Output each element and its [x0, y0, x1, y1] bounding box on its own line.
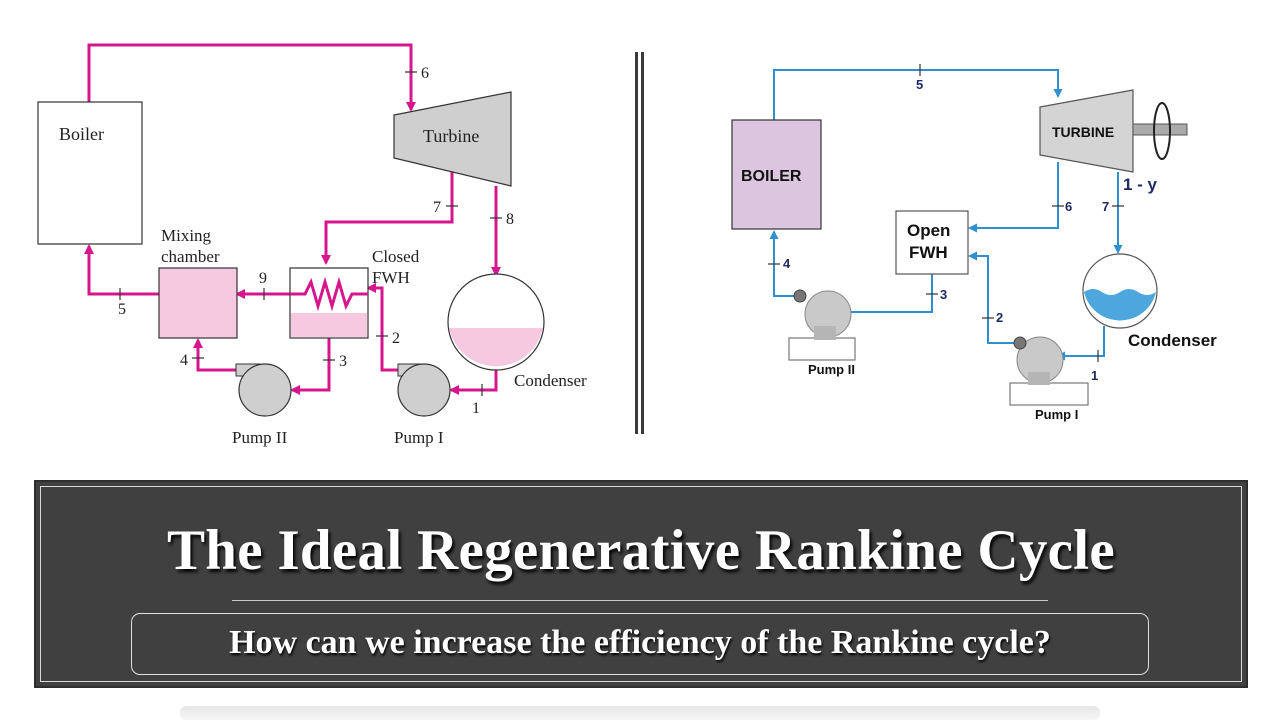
pipes	[769, 69, 1123, 361]
state-4-label: 4	[180, 352, 188, 369]
state-7-label: 7	[433, 199, 441, 216]
state-7-label: 7	[1102, 199, 1109, 214]
pipe-closed-fwh-to-pump2	[290, 337, 331, 395]
state-3-label: 3	[940, 287, 947, 302]
pipe-turbine-to-closed-fwh	[321, 172, 454, 265]
title-banner: The Ideal Regenerative Rankine Cycle	[34, 480, 1248, 688]
state-5-label: 5	[118, 301, 126, 318]
condenser-water	[1084, 289, 1156, 321]
condenser-label: Condenser	[514, 371, 587, 390]
pipe-pump1-to-open-fwh	[968, 251, 1018, 344]
state-2-label: 2	[392, 330, 400, 347]
state-ticks	[119, 71, 502, 396]
pipe-pump2-to-mixing	[193, 338, 236, 372]
state-8-label: 8	[506, 211, 514, 228]
pump2-label: Pump II	[808, 362, 855, 377]
turbine-shape	[393, 91, 512, 187]
open-fwh-label-line2: FWH	[909, 243, 948, 262]
pipe-boiler-to-turbine	[773, 69, 1063, 120]
turbine-shape	[1039, 89, 1134, 173]
pipe-pump2-to-boiler	[769, 230, 796, 297]
state-ticks	[768, 64, 1124, 362]
pipe-pump1-to-closed-fwh	[366, 283, 398, 372]
pipe-turbine-to-open-fwh	[968, 162, 1059, 233]
pump2-label: Pump II	[232, 428, 288, 447]
state-6-label: 6	[421, 65, 429, 82]
turbine-label: TURBINE	[1052, 124, 1114, 140]
state-1-label: 1	[472, 400, 480, 417]
boiler-box	[37, 101, 143, 245]
turbine-label: Turbine	[423, 126, 479, 146]
pump1-label: Pump I	[394, 428, 444, 447]
boiler-label: Boiler	[59, 124, 104, 144]
pipe-open-fwh-to-pump2	[830, 274, 933, 317]
state-2-label: 2	[996, 310, 1003, 325]
banner-frame	[40, 486, 1242, 682]
banner-title: The Ideal Regenerative Rankine Cycle	[166, 519, 1115, 582]
pump2-icon	[788, 289, 856, 361]
condenser-label: Condenser	[1128, 331, 1217, 350]
pump2-icon	[235, 363, 292, 417]
bottom-shadow	[180, 706, 1100, 720]
state-3-label: 3	[339, 353, 347, 370]
pipes	[84, 43, 501, 395]
divider-line-right	[641, 52, 644, 434]
boiler-label: BOILER	[741, 168, 802, 185]
pump1-icon	[1009, 336, 1089, 406]
state-6-label: 6	[1065, 199, 1072, 214]
pump1-label: Pump I	[1035, 407, 1078, 422]
closed-fwh-cycle-diagram: Boiler Turbine Mixing chamber Closed FWH…	[37, 43, 587, 447]
mixing-chamber-label-line2: chamber	[161, 247, 220, 266]
shaft-icon	[1132, 102, 1188, 160]
state-9-label: 9	[259, 270, 267, 287]
mixing-chamber-label-line1: Mixing	[161, 226, 212, 245]
pipe-condenser-to-pump1	[1056, 326, 1105, 361]
closed-fwh-liquid	[291, 313, 367, 337]
open-fwh-label-line1: Open	[907, 221, 950, 240]
split-fraction-label: 1 - y	[1123, 175, 1158, 194]
boiler-box	[731, 119, 822, 230]
banner-subtitle: How can we increase the efficiency of th…	[131, 613, 1149, 675]
state-4-label: 4	[783, 256, 791, 271]
condenser-liquid	[449, 328, 543, 367]
open-fwh-box	[895, 210, 969, 275]
mixing-chamber-box	[158, 267, 238, 339]
pipe-boiler-to-turbine	[87, 43, 416, 112]
divider-line-left	[635, 52, 638, 434]
pump1-icon	[397, 363, 451, 417]
open-fwh-cycle-diagram: BOILER TURBINE 1 - y Open FWH Condenser …	[731, 64, 1217, 422]
closed-fwh-label-line2: FWH	[372, 268, 410, 287]
state-1-label: 1	[1091, 368, 1098, 383]
closed-fwh-coil	[290, 276, 368, 312]
state-5-label: 5	[916, 77, 923, 92]
pipe-mixing-to-boiler	[84, 244, 159, 296]
banner-divider	[232, 600, 1048, 601]
closed-fwh-label-line1: Closed	[372, 247, 420, 266]
